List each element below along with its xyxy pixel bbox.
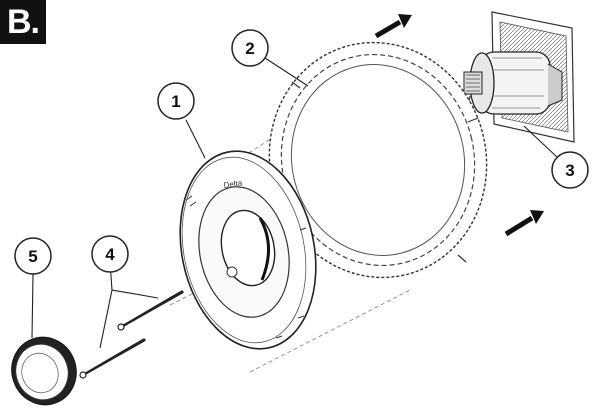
trim-ring (11, 336, 77, 406)
callout-label: 5 (28, 247, 37, 266)
callout-1: 1 (157, 82, 195, 120)
callout-label: 4 (105, 245, 115, 264)
direction-arrow-icon (374, 14, 412, 39)
valve-body (463, 51, 563, 115)
callout-label: 2 (245, 39, 254, 58)
callout-label: 3 (565, 161, 574, 180)
leader-lines (31, 55, 559, 349)
mounting-screws (79, 289, 184, 379)
trim-brand-text: Delta (223, 178, 243, 190)
callout-4: 4 (91, 235, 129, 273)
callout-2: 2 (231, 29, 269, 67)
direction-arrow-icon (504, 210, 544, 237)
callout-3: 3 (551, 151, 589, 189)
callout-5: 5 (14, 237, 52, 275)
gasket-ring (268, 41, 488, 279)
escutcheon-plate (179, 150, 317, 350)
panel-label: B. (0, 0, 46, 44)
callout-label: 1 (171, 92, 180, 111)
